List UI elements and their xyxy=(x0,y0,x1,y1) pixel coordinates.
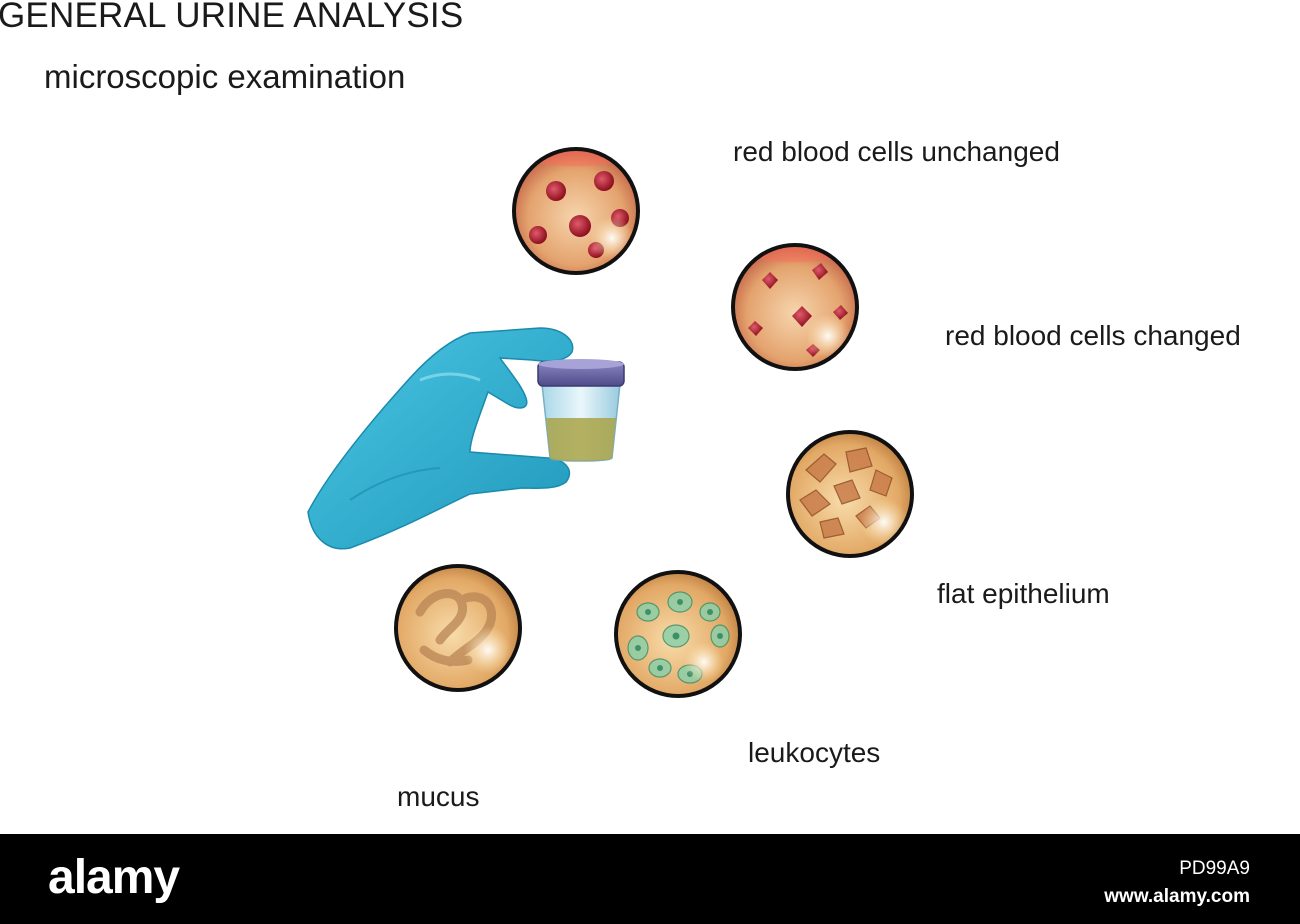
label-mucus: mucus xyxy=(397,781,480,812)
page-subtitle: microscopic examination xyxy=(44,58,406,95)
label-flat-epithelium: flat epithelium xyxy=(937,578,1110,609)
rbc-unchanged-field-icon xyxy=(512,147,640,275)
rbc-changed-field-icon xyxy=(731,243,859,371)
label-leukocytes: leukocytes xyxy=(748,737,881,768)
watermark-footer: alamy PD99A9 www.alamy.com xyxy=(0,834,1300,924)
label-rbc-unchanged: red blood cells unchanged xyxy=(733,136,1060,167)
alamy-logo: alamy xyxy=(48,851,180,904)
flat-epithelium-field-icon xyxy=(786,430,914,558)
illustration xyxy=(307,147,914,698)
label-rbc-changed: red blood cells changed xyxy=(945,320,1241,351)
mucus-field-icon xyxy=(394,564,522,692)
gloved-hand xyxy=(307,327,574,550)
site-url: www.alamy.com xyxy=(1104,886,1250,907)
image-id: PD99A9 xyxy=(1179,858,1250,879)
page-title: GENERAL URINE ANALYSIS xyxy=(0,0,464,35)
leukocytes-field-icon xyxy=(614,570,742,698)
specimen-cup-icon xyxy=(537,359,625,462)
gloved-hand-with-specimen-cup xyxy=(307,327,625,550)
